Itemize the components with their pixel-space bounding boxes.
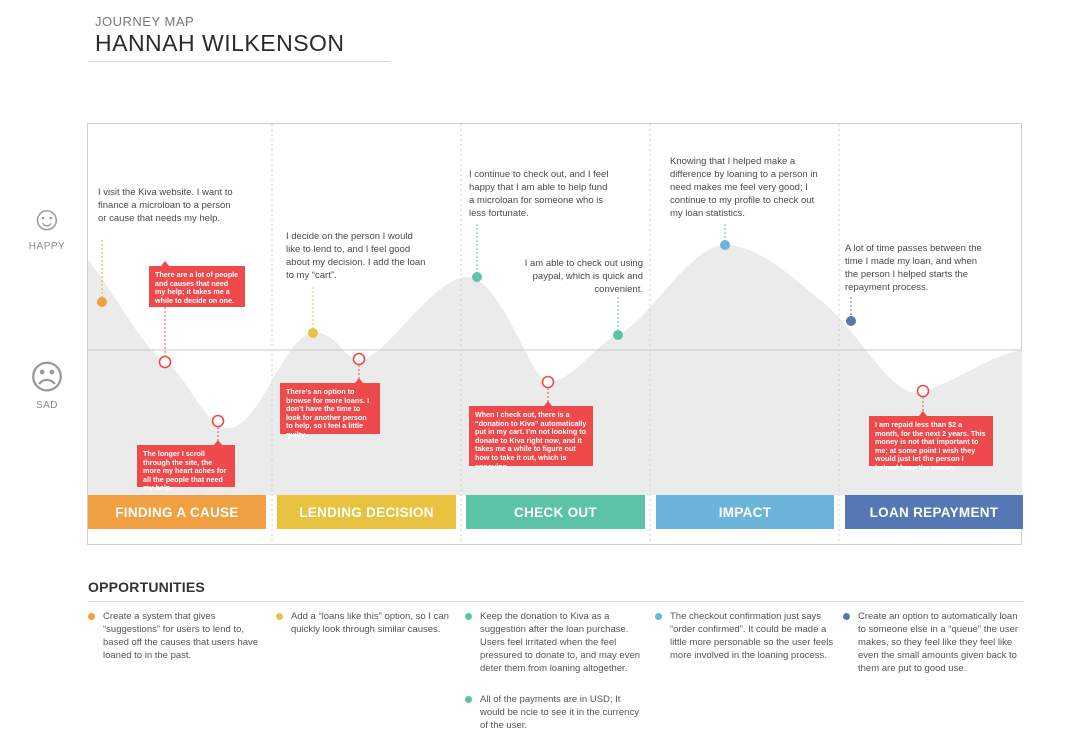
touchpoint-note: Knowing that I helped make a difference …: [670, 156, 818, 219]
stage-impact: IMPACT: [656, 495, 834, 529]
bullet-dot: [655, 613, 662, 620]
touchpoint-note: I visit the Kiva website. I want to fina…: [98, 187, 233, 224]
opportunity-text: Keep the donation to Kiva as a suggestio…: [480, 611, 641, 674]
stage-finding-a-cause: FINDING A CAUSE: [88, 495, 266, 529]
touchpoint-dot: [846, 316, 856, 326]
stage-loan-repayment: LOAN REPAYMENT: [845, 495, 1023, 529]
bullet-dot: [465, 696, 472, 703]
opportunity-text: Create a system that gives “suggestions”…: [103, 611, 259, 661]
opportunity-item: Keep the donation to Kiva as a suggestio…: [465, 610, 645, 675]
pain-point-box: When I check out, there is a “donation t…: [469, 406, 593, 470]
journey-map-label: JOURNEY MAP: [95, 14, 195, 29]
persona-name: HANNAH WILKENSON: [95, 30, 345, 56]
pain-point-box: I am repaid less than $2 a month, for th…: [869, 416, 993, 472]
bullet-dot: [276, 613, 283, 620]
sad-label: SAD: [35, 400, 59, 411]
pain-point-box: There are a lot of people and causes tha…: [149, 266, 245, 307]
pain-point-marker: [541, 375, 555, 389]
touchpoint-note: I continue to check out, and I feel happ…: [469, 169, 609, 219]
journey-map-frame: [87, 123, 1022, 545]
stage-check-out: CHECK OUT: [466, 495, 645, 529]
happy-face-icon: ☺: [29, 200, 65, 238]
opportunity-item: The checkout confirmation just says “ord…: [655, 610, 835, 662]
pain-point-marker: [352, 352, 366, 366]
touchpoint-dot: [720, 240, 730, 250]
touchpoint-dot: [613, 330, 623, 340]
bullet-dot: [465, 613, 472, 620]
opportunities-heading: OPPORTUNITIES: [88, 579, 205, 595]
pain-point-box: There’s an option to browse for more loa…: [280, 383, 380, 439]
opportunity-text: All of the payments are in USD; It would…: [480, 694, 639, 731]
touchpoint-dot: [472, 272, 482, 282]
opportunity-item: Add a “loans like this” option, so I can…: [276, 610, 451, 636]
sad-face-icon: ☹: [29, 359, 65, 397]
opportunity-text: The checkout confirmation just says “ord…: [670, 611, 834, 661]
touchpoint-note: A lot of time passes between the time I …: [845, 243, 982, 293]
opportunity-item: Create an option to automatically loan t…: [843, 610, 1023, 675]
opportunities-divider: [88, 601, 1023, 602]
opportunity-text: Add a “loans like this” option, so I can…: [291, 611, 449, 635]
touchpoint-dot: [97, 297, 107, 307]
touchpoint-note: I decide on the person I would like to l…: [286, 231, 426, 281]
opportunity-item: Create a system that gives “suggestions”…: [88, 610, 268, 662]
opportunity-item: All of the payments are in USD; It would…: [465, 693, 645, 732]
pain-point-marker: [158, 355, 172, 369]
touchpoint-note: I am able to check out using paypal, whi…: [524, 258, 643, 295]
header-divider: [88, 61, 390, 62]
pain-point-marker: [916, 384, 930, 398]
bullet-dot: [843, 613, 850, 620]
pain-point-marker: [211, 414, 225, 428]
touchpoint-dot: [308, 328, 318, 338]
pain-point-box: The longer I scroll through the site, th…: [137, 445, 235, 492]
happy-label: HAPPY: [28, 241, 66, 252]
opportunity-text: Create an option to automatically loan t…: [858, 611, 1019, 674]
stage-lending-decision: LENDING DECISION: [277, 495, 456, 529]
bullet-dot: [88, 613, 95, 620]
